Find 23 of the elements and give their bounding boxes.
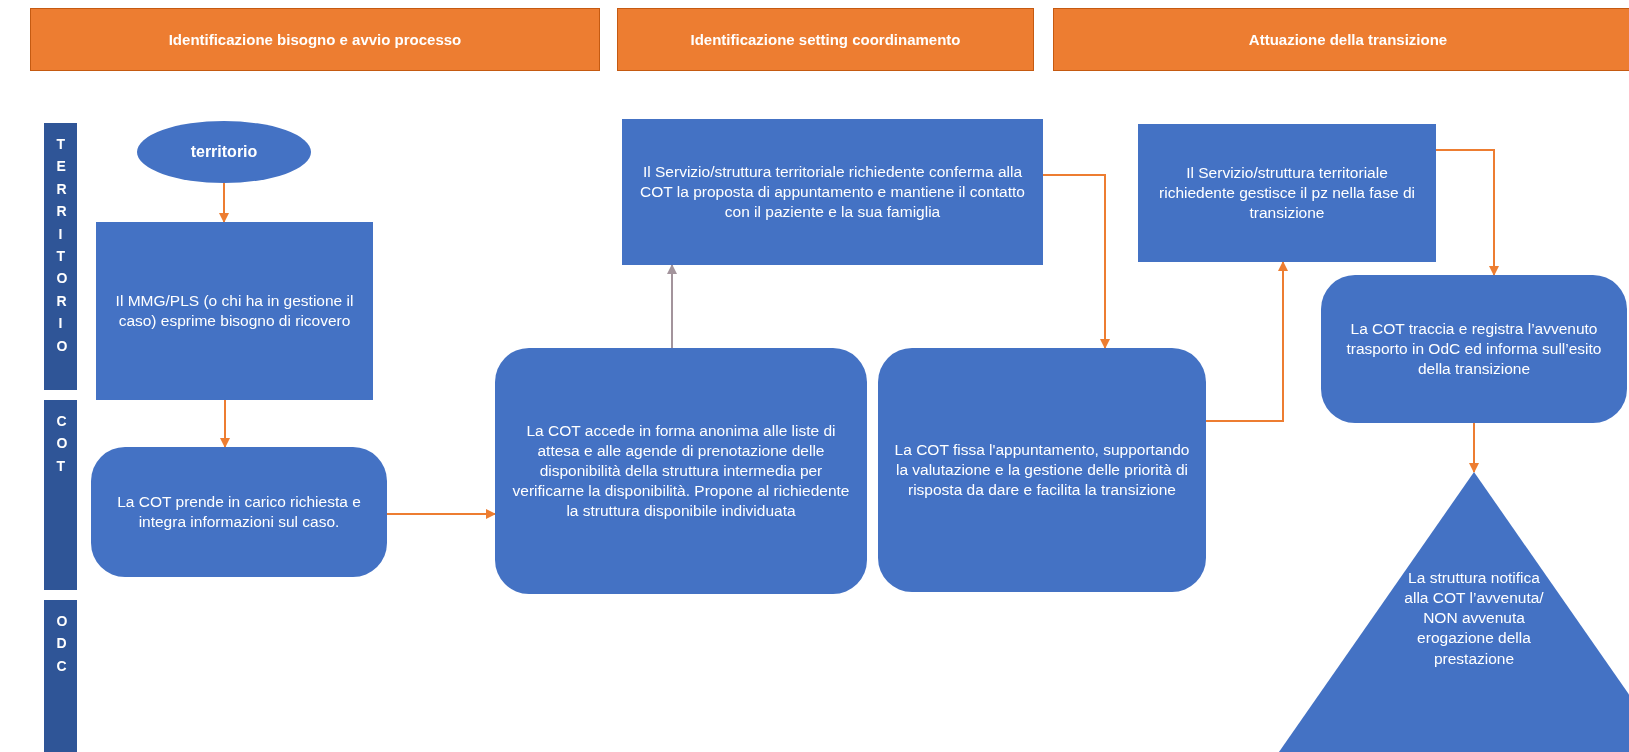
lane-label: TERRITORIO <box>44 123 77 390</box>
process-box: Il MMG/PLS (o chi ha in gestione il caso) esprime bisogno di ricovero <box>96 222 373 400</box>
lane-label: ODC <box>44 600 77 752</box>
process-box: Il Servizio/struttura territoriale richiedente conferma alla COT la proposta di appuntamento e mantiene il contatto con il paziente e la sua famiglia <box>622 119 1043 265</box>
arrow <box>219 182 229 223</box>
process-box: La COT traccia e registra l’avvenuto trasporto in OdC ed informa sull’esito della transizione <box>1321 275 1627 423</box>
arrow <box>1205 261 1288 422</box>
arrow <box>1469 422 1479 473</box>
phase-header: Attuazione della transizione <box>1053 8 1629 71</box>
process-box: La COT accede in forma anonima alle liste di attesa e alle agende di prenotazione delle disponibilità della struttura intermedia per verificarne la disponibilità. Propone al richiedente la struttura disponibile individuata <box>495 348 867 594</box>
arrow <box>667 264 677 349</box>
arrow <box>220 399 230 448</box>
process-box: La COT prende in carico richiesta e integra informazioni sul caso. <box>91 447 387 577</box>
arrow <box>1042 174 1110 349</box>
arrow <box>1435 149 1499 276</box>
process-box: La COT fissa l'appuntamento, supportando la valutazione e la gestione delle priorità di risposta da dare e facilita la transizione <box>878 348 1206 592</box>
start-ellipse: territorio <box>137 121 311 183</box>
step-text: La struttura notifica alla COT l’avvenuta/ NON avvenuta erogazione della prestazione <box>1403 568 1545 669</box>
phase-header: Identificazione bisogno e avvio processo <box>30 8 600 71</box>
arrow <box>386 509 496 519</box>
process-box: Il Servizio/struttura territoriale richiedente gestisce il pz nella fase di transizione <box>1138 124 1436 262</box>
lane-label: COT <box>44 400 77 590</box>
phase-header: Identificazione setting coordinamento <box>617 8 1034 71</box>
